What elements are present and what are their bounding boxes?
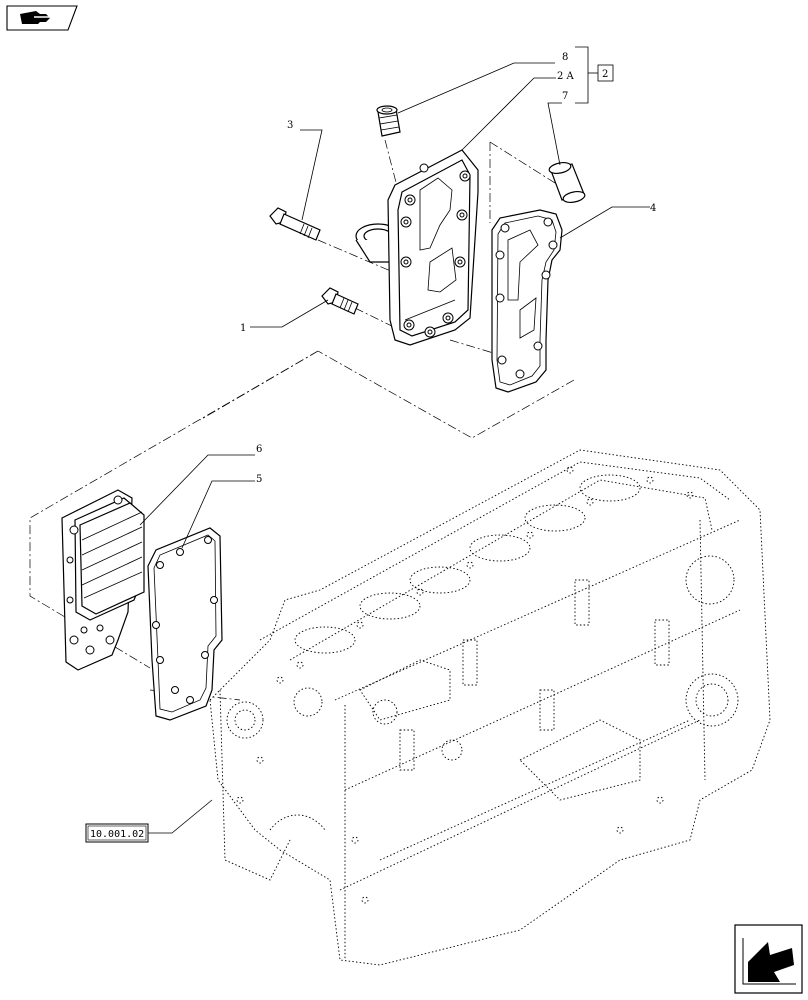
part-2a-cooler-cover [355,149,479,346]
callout-5: 5 [256,474,262,485]
book-arrow-icon[interactable] [6,5,78,31]
engine-block-phantom [209,449,771,966]
reference-link-10-001-02[interactable]: 10.001.02 [85,823,149,843]
callout-2: 2 [602,69,608,80]
leader-lines [139,46,650,834]
callout-2a: 2 A [557,71,575,82]
callout-2-box [597,64,614,82]
callout-8: 8 [562,52,568,63]
part-3-long-bolt [269,207,321,241]
part-5-cooler-gasket [147,527,223,721]
arrow-left-down-icon[interactable] [734,924,803,994]
part-1-short-bolt [321,287,359,315]
callout-3: 3 [287,120,293,131]
part-8-plug [376,105,401,137]
callout-1: 1 [240,323,246,334]
part-4-gasket [491,209,563,393]
callout-6: 6 [256,444,262,455]
reference-label: 10.001.02 [90,829,144,840]
callout-4: 4 [650,203,656,214]
part-7-sleeve [548,162,586,203]
callout-labels: 8 2 A 7 2 3 4 1 6 5 [240,52,656,485]
callout-7: 7 [562,91,568,102]
part-6-oil-cooler [61,489,145,671]
